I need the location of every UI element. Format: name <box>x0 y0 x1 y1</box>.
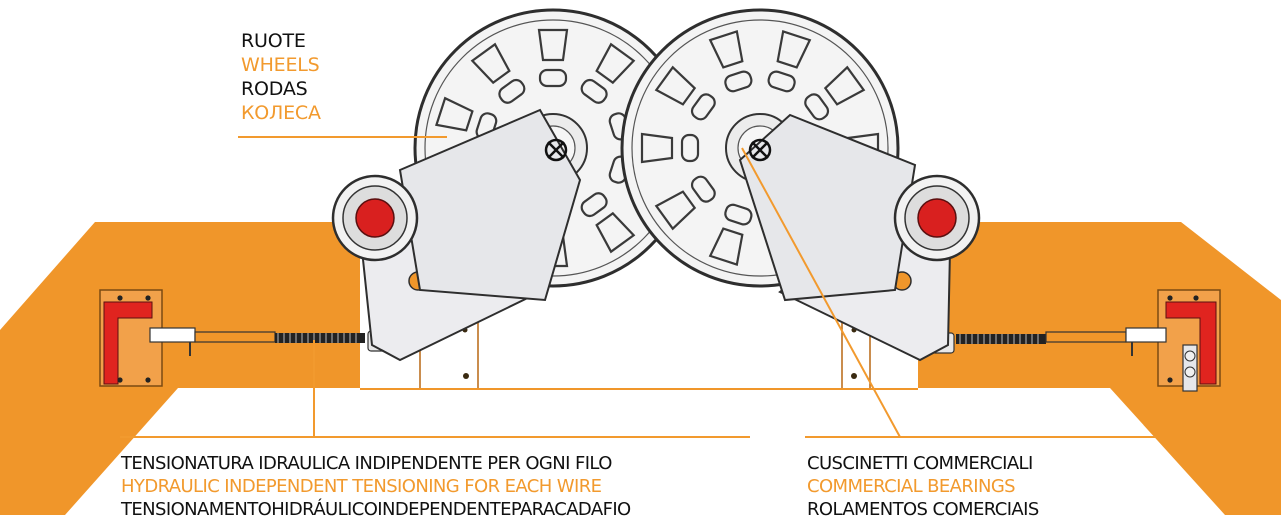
bearings-label-it: CUSCINETTI COMMERCIALI <box>807 453 1033 474</box>
bearings-label-en: COMMERCIAL BEARINGS <box>807 476 1016 497</box>
right-bracket <box>1157 289 1221 392</box>
tensioning-label-pt: TENSIONAMENTOHIDRÁULICOINDEPENDENTEPARAC… <box>121 499 631 520</box>
bearings-label-pt: ROLAMENTOS COMERCIAIS <box>807 499 1039 520</box>
frame-body <box>0 222 1281 515</box>
left-bearing-icon <box>544 138 568 162</box>
tensioning-label-en: HYDRAULIC INDEPENDENT TENSIONING FOR EAC… <box>121 476 602 497</box>
right-bearing-icon <box>748 138 772 162</box>
wheels-label-en: WHEELS <box>241 54 320 76</box>
wheels-label-ru: КОЛЕСА <box>241 102 321 124</box>
left-plate <box>398 108 582 302</box>
callout-lines <box>120 136 1155 438</box>
right-red-hub <box>893 174 981 262</box>
wheels-label-pt: RODAS <box>241 78 308 100</box>
bearings-callout-leader <box>741 147 901 438</box>
left-red-hub <box>331 174 419 262</box>
tensioning-label-it: TENSIONATURA IDRAULICA INDIPENDENTE PER … <box>121 453 612 474</box>
wheels-label-it: RUOTE <box>241 30 306 52</box>
